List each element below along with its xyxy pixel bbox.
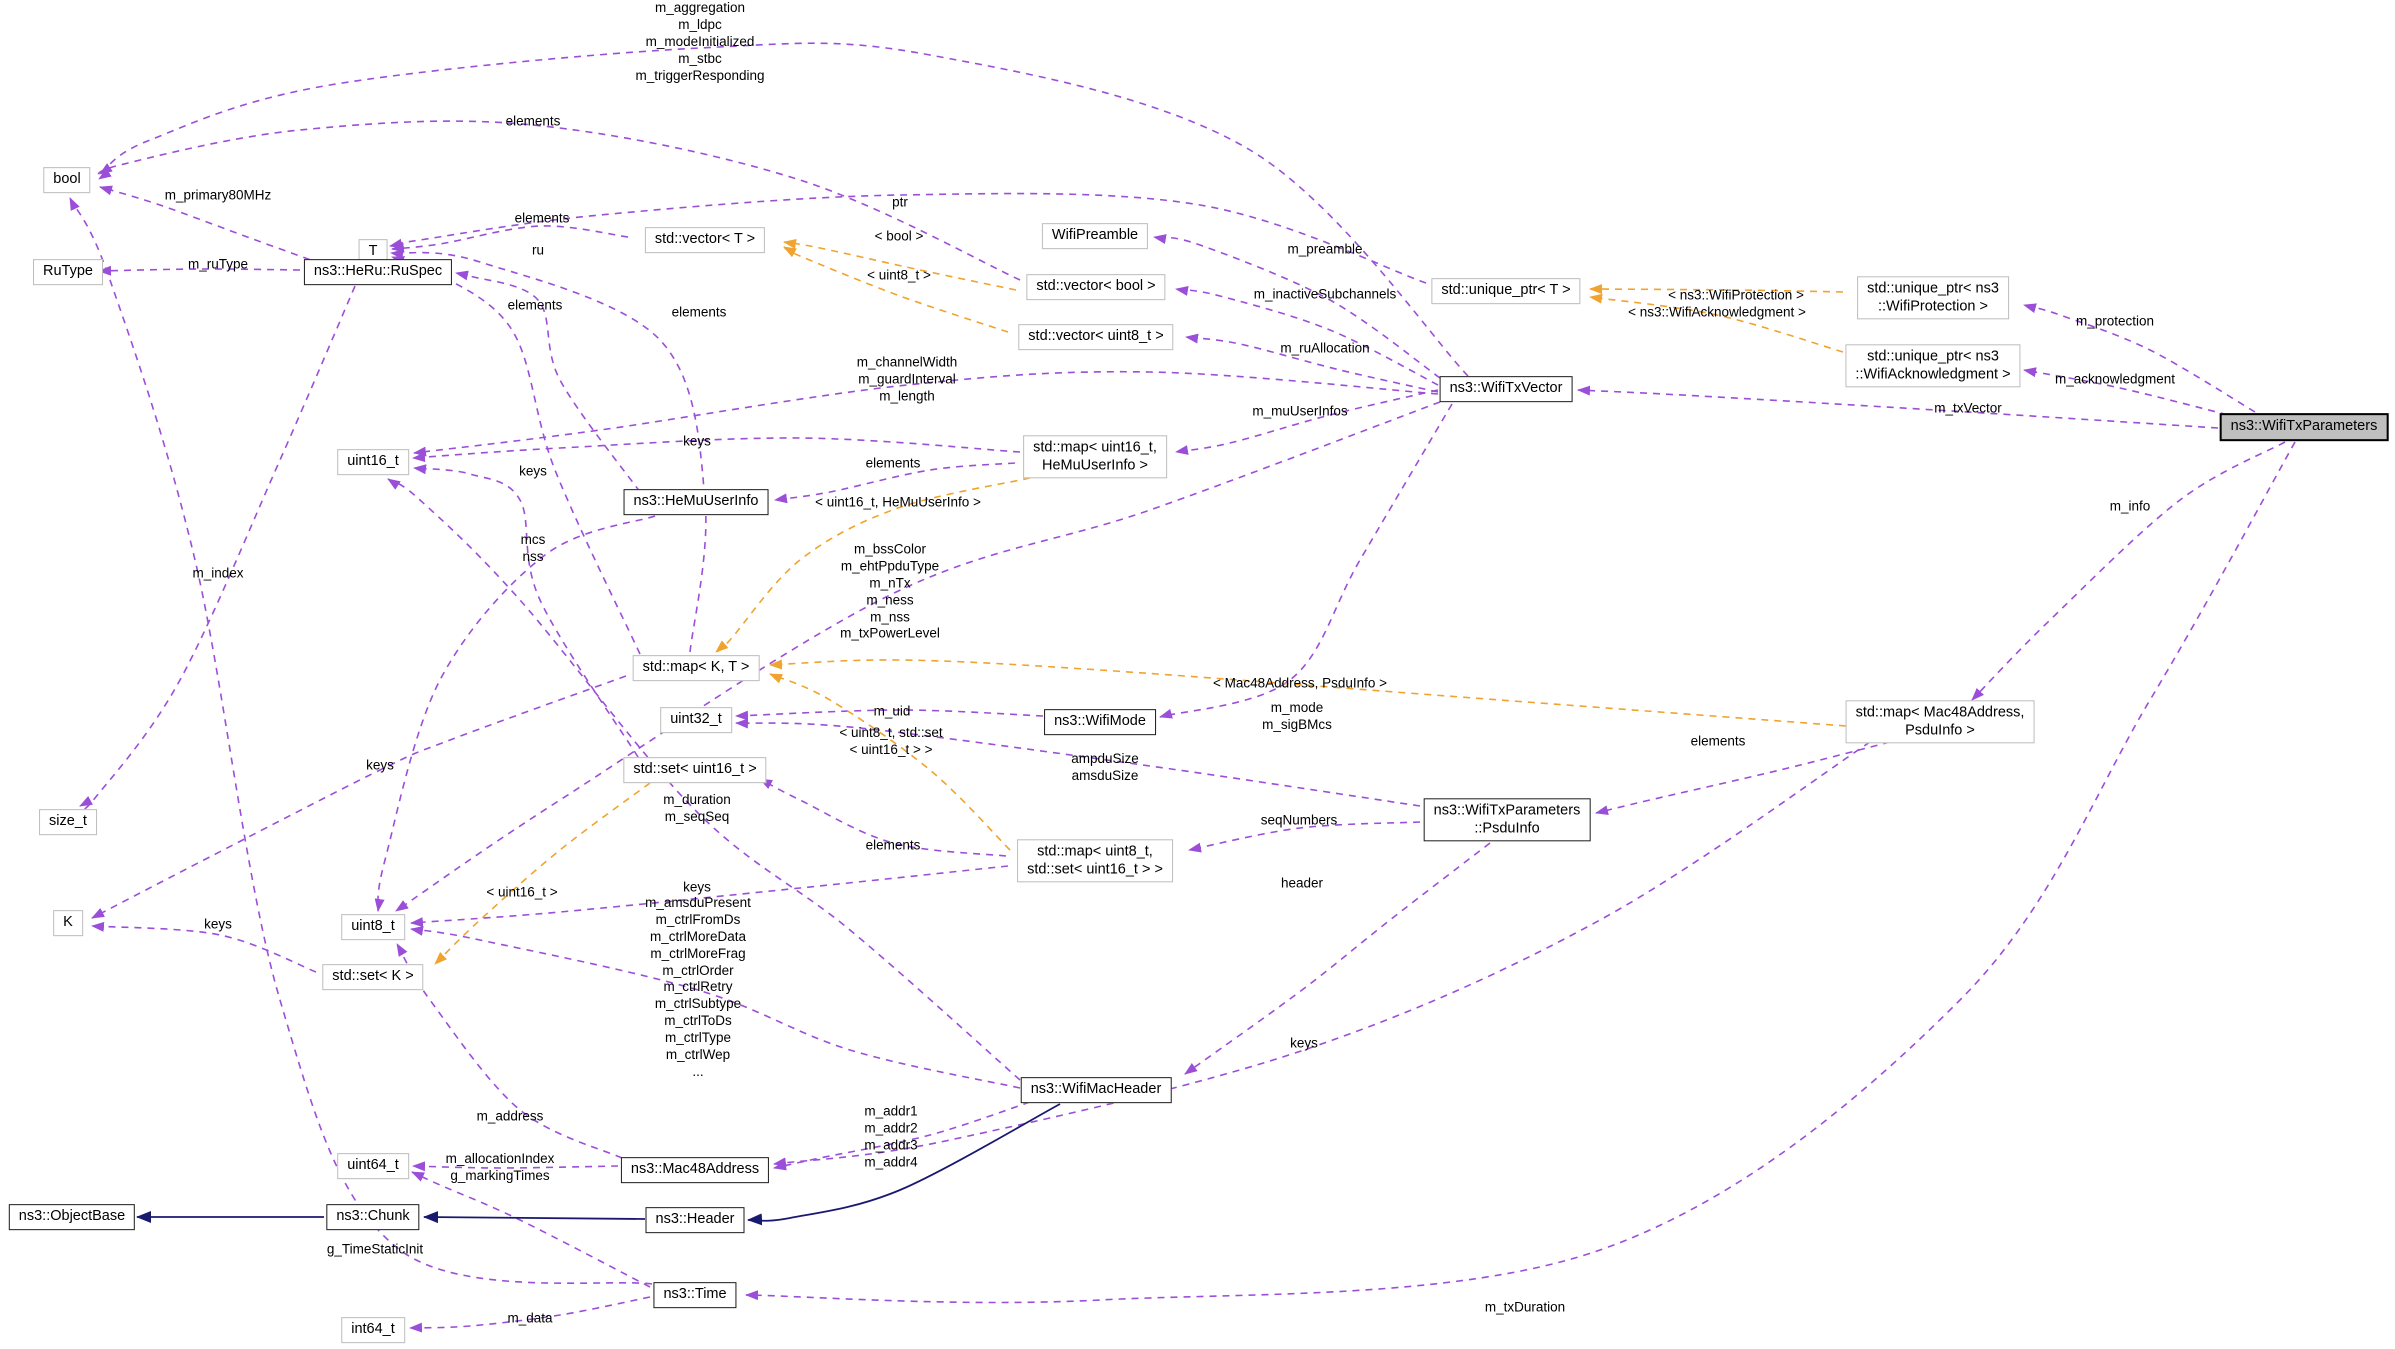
edge-time-to-bool <box>69 197 653 1285</box>
edge-maphemu-to-hemuuserinfo <box>774 462 1016 504</box>
edge-mapKT-to-T <box>390 249 707 653</box>
edge-setuint16-to-uint16 <box>413 464 639 758</box>
edge-txparams-to-txvector <box>1577 385 2219 429</box>
edge-ruspec-to-rutype <box>98 265 301 276</box>
edge-txvector-to-uint16 <box>413 370 1439 457</box>
node-mac48[interactable]: ns3::Mac48Address <box>620 1157 770 1183</box>
edge-time-to-int64 <box>409 1296 651 1333</box>
node-machdr[interactable]: ns3::WifiMacHeader <box>1020 1077 1172 1103</box>
edge-mapmac-to-mac48 <box>773 741 1871 1168</box>
edge-txvector-to-maphemu <box>1175 389 1439 455</box>
node-time[interactable]: ns3::Time <box>653 1282 737 1308</box>
edge-txvector-to-wifimode <box>1159 403 1453 719</box>
edge-mapmac-to-psduinfo <box>1595 741 1891 816</box>
node-objbase[interactable]: ns3::ObjectBase <box>8 1204 136 1230</box>
edge-mac48-to-uint8 <box>396 943 623 1159</box>
node-txvector[interactable]: ns3::WifiTxVector <box>1439 376 1573 402</box>
edge-machdr-to-header <box>747 1103 1061 1226</box>
node-rutype: RuType <box>33 259 103 285</box>
edge-txparams-to-mapmac <box>1971 441 2286 701</box>
edge-maphemu-to-uint16 <box>412 437 1021 463</box>
node-bool: bool <box>43 167 91 193</box>
edge-ruspec-to-sizet <box>79 285 356 811</box>
node-txparams[interactable]: ns3::WifiTxParameters <box>2219 413 2389 441</box>
node-mapKT: std::map< K, T > <box>632 655 760 681</box>
edge-vectorbool-to-bool <box>97 120 1021 281</box>
edge-uptrack-to-uptrT <box>1589 293 1844 353</box>
edge-mac48-to-uint64 <box>412 1161 619 1172</box>
edge-wifimode-to-uint32 <box>735 709 1044 721</box>
edge-txvector-to-vectorbool <box>1175 285 1439 386</box>
edge-txvector-to-wifipreamble <box>1153 234 1441 379</box>
node-vectorT: std::vector< T > <box>644 227 766 253</box>
edge-time-to-uint64 <box>411 1171 651 1288</box>
edge-mapset-to-uint8 <box>410 865 1009 928</box>
node-uptrprot: std::unique_ptr< ns3 ::WifiProtection > <box>1857 276 2009 320</box>
edge-machdr-to-uint8 <box>410 925 1021 1089</box>
node-vectorbool: std::vector< bool > <box>1026 274 1166 300</box>
edge-txparams-to-uptrprot <box>2023 303 2256 413</box>
node-uptrack: std::unique_ptr< ns3 ::WifiAcknowledgmen… <box>1845 344 2021 388</box>
edge-ruspec-to-bool <box>99 185 323 265</box>
edge-mapset-to-setuint16 <box>759 778 1007 857</box>
edge-mapmac-to-mapKT <box>769 659 1847 727</box>
node-mapmac: std::map< Mac48Address, PsduInfo > <box>1845 700 2035 744</box>
node-wifimode[interactable]: ns3::WifiMode <box>1044 709 1156 735</box>
node-psduinfo[interactable]: ns3::WifiTxParameters ::PsduInfo <box>1423 798 1591 842</box>
node-uint16: uint16_t <box>337 449 409 475</box>
node-setuint16: std::set< uint16_t > <box>623 757 767 783</box>
node-K: K <box>53 910 83 936</box>
edge-maphemu-to-mapKT <box>715 477 1031 653</box>
edge-txvector-to-uint8 <box>395 401 1441 912</box>
node-chunk[interactable]: ns3::Chunk <box>326 1204 420 1230</box>
edge-txvector-to-bool <box>99 42 1469 377</box>
edge-txparams-to-time <box>745 441 2296 1304</box>
node-ruspec[interactable]: ns3::HeRu::RuSpec <box>303 259 453 285</box>
edge-vectorbool-to-vectorT <box>783 239 1017 291</box>
node-vectoruint8: std::vector< uint8_t > <box>1018 324 1174 350</box>
node-int64: int64_t <box>341 1317 405 1343</box>
edge-txparams-to-uptrack <box>2023 367 2241 419</box>
edge-psduinfo-to-uint32 <box>735 718 1421 807</box>
edge-hemuuserinfo-to-uint8 <box>374 515 656 912</box>
edge-uptrT-to-T <box>389 192 1427 284</box>
edge-psduinfo-to-machdr <box>1184 842 1491 1075</box>
edge-vectoruint8-to-vectorT <box>783 246 1009 333</box>
node-uint64: uint64_t <box>337 1153 409 1179</box>
node-mapset: std::map< uint8_t, std::set< uint16_t > … <box>1017 839 1173 883</box>
edge-machdr-to-mac48 <box>773 1101 1031 1171</box>
edge-header-to-chunk <box>423 1211 646 1224</box>
node-sizet: size_t <box>39 809 97 835</box>
edge-mapKT-to-K <box>91 675 627 919</box>
edge-mapset-to-mapKT <box>769 673 1011 851</box>
edge-psduinfo-to-mapset <box>1188 821 1421 853</box>
node-hemuuserinfo[interactable]: ns3::HeMuUserInfo <box>623 489 769 515</box>
edge-vectorT-to-T <box>391 225 629 253</box>
node-uptrT: std::unique_ptr< T > <box>1431 278 1581 304</box>
node-setK: std::set< K > <box>322 964 424 990</box>
node-header[interactable]: ns3::Header <box>645 1207 745 1233</box>
edge-hemuuserinfo-to-ruspec <box>455 270 641 493</box>
edge-setK-to-K <box>91 921 317 973</box>
edge-setuint16-to-setK <box>434 782 651 965</box>
node-uint8: uint8_t <box>341 914 405 940</box>
node-wifipreamble: WifiPreamble <box>1041 223 1149 249</box>
edge-uptrprot-to-uptrT <box>1589 284 1844 295</box>
node-uint32: uint32_t <box>660 707 732 733</box>
node-maphemu: std::map< uint16_t, HeMuUserInfo > <box>1023 435 1167 479</box>
edge-mapKT-to-T <box>391 256 641 655</box>
